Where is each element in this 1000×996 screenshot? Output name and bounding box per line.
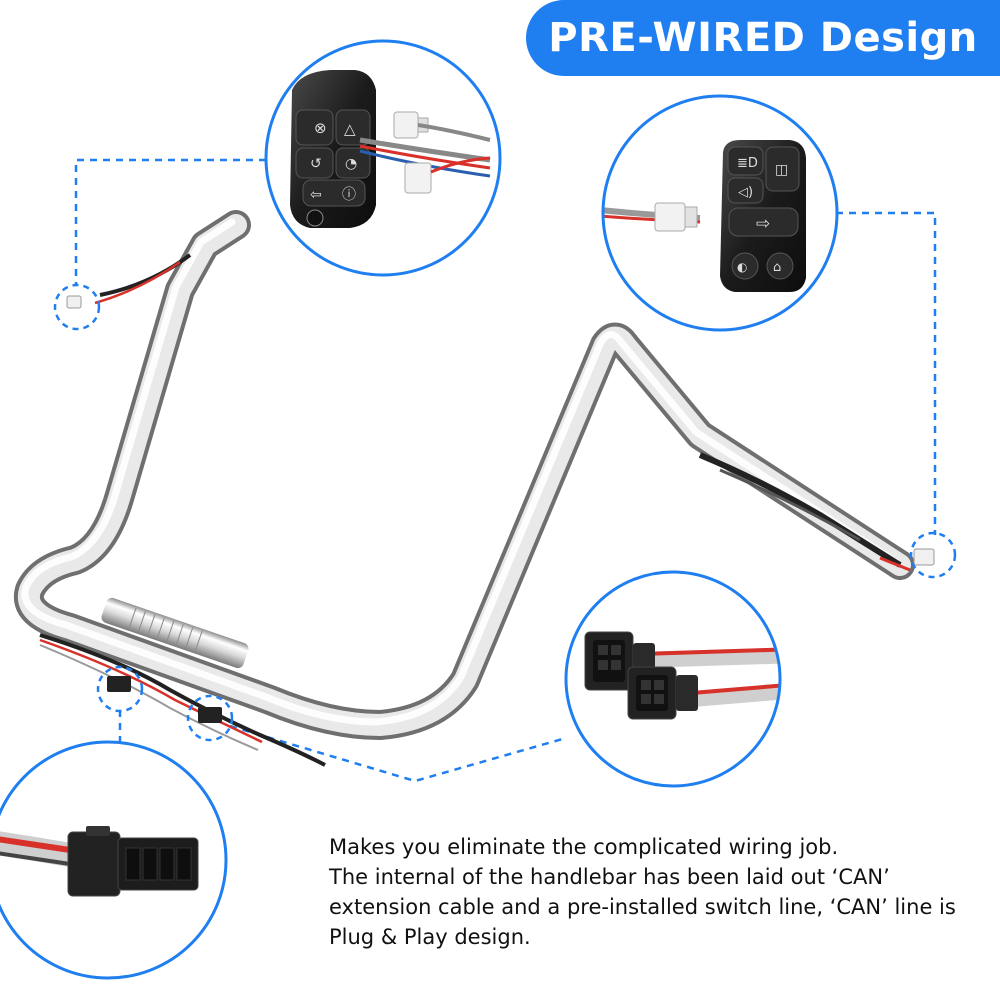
description-text: Makes you eliminate the complicated wiri… xyxy=(329,832,989,952)
handlebar xyxy=(13,210,935,767)
small-callout-rings xyxy=(53,283,957,742)
single-connector-callout xyxy=(0,740,228,980)
description-line-2: The internal of the handlebar has been l… xyxy=(329,865,956,949)
volume-icon: ◐ xyxy=(737,260,747,274)
right-turn-icon: ⇨ xyxy=(756,214,770,234)
banner-title: PRE-WIRED Design xyxy=(548,15,978,61)
info-icon: ⓘ xyxy=(342,187,356,203)
callout-leader-lines xyxy=(74,158,937,783)
mode-icon: ◫ xyxy=(775,162,788,178)
left-switch-callout: ⊗ △ ↺ ◔ ⇦ ⓘ xyxy=(264,39,502,277)
description-line-1: Makes you eliminate the complicated wiri… xyxy=(329,835,839,859)
speaker-icon: ◁) xyxy=(738,185,753,200)
connector-pair-callout xyxy=(564,570,782,788)
right-switch-callout: ≣D ◫ ◁) ⇨ ◐ ⌂ xyxy=(601,94,839,332)
headlight-icon: ≣D xyxy=(737,156,758,171)
hazard-icon: △ xyxy=(344,120,356,138)
cruise-icon: ↺ xyxy=(310,156,322,172)
header-banner: PRE-WIRED Design xyxy=(526,0,1000,76)
horn-icon: ⊗ xyxy=(314,119,327,137)
trip-icon: ◔ xyxy=(345,156,357,172)
home-icon: ⌂ xyxy=(773,260,781,275)
left-turn-icon: ⇦ xyxy=(310,187,322,203)
